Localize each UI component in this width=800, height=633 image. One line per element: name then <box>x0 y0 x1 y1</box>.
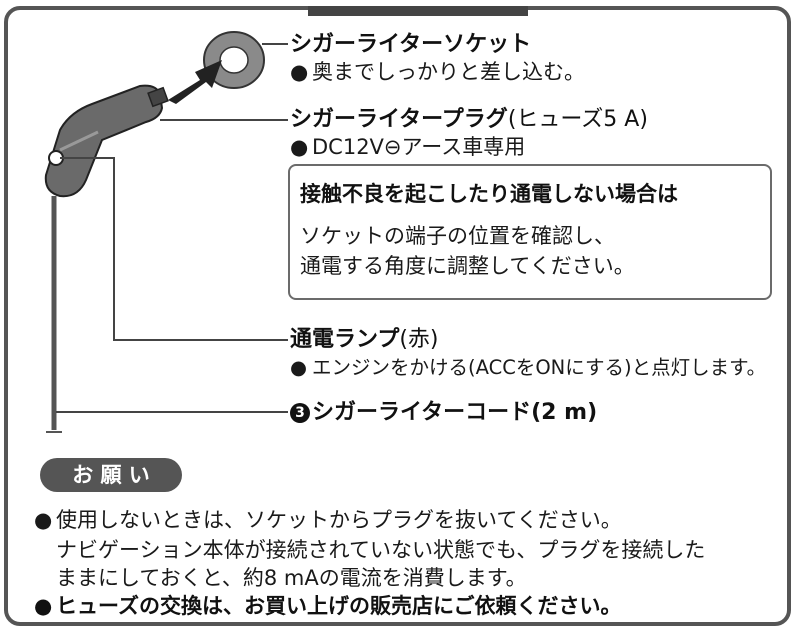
insert-arrow-icon <box>168 60 222 104</box>
cord-icon <box>46 196 62 433</box>
lamp-title: 通電ランプ(赤) <box>290 327 439 352</box>
plug-title-text: シガーライタープラグ <box>290 107 508 132</box>
request-badge: お 願 い <box>40 458 182 492</box>
request-item-2-text: ヒューズの交換は、お買い上げの販売店にご依頼ください。 <box>56 594 622 618</box>
lamp-title-text: 通電ランプ <box>290 327 400 352</box>
frame-tab <box>308 6 528 16</box>
content-frame <box>4 6 791 626</box>
note-line-2: 通電する角度に調整してください。 <box>300 254 635 278</box>
socket-ring-icon <box>203 31 265 89</box>
request-item-1-line-2: ナビゲーション本体が接続されていない状態でも、プラグを接続した <box>56 538 706 562</box>
socket-desc-text: 奥までしっかりと差し込む。 <box>312 60 585 84</box>
plug-body-icon <box>44 84 169 198</box>
note-line-1: ソケットの端子の位置を確認し、 <box>300 224 615 248</box>
request-item-1-line-1: ●使用しないときは、ソケットからプラグを抜いてください。 <box>34 508 622 532</box>
plug-title: シガーライタープラグ(ヒューズ5 A) <box>290 107 648 132</box>
request-item-2: ●ヒューズの交換は、お買い上げの販売店にご依頼ください。 <box>34 594 622 618</box>
bullet-icon: ● <box>290 356 308 379</box>
socket-title: シガーライターソケット <box>290 32 532 57</box>
socket-desc: ●奥までしっかりと差し込む。 <box>290 60 585 84</box>
request-item-1-line-3: ままにしておくと、約8 mAの電流を消費します。 <box>56 566 527 590</box>
lamp-title-note: (赤) <box>399 327 439 352</box>
cord-title-text: シガーライターコード(2 m) <box>312 400 598 425</box>
number-badge: 3 <box>290 403 310 423</box>
bullet-icon: ● <box>34 594 53 618</box>
plug-desc: ●DC12V⊖アース車専用 <box>290 135 525 159</box>
note-box <box>288 164 772 300</box>
note-title: 接触不良を起こしたり通電しない場合は <box>300 182 678 206</box>
request-item-1-text: 使用しないときは、ソケットからプラグを抜いてください。 <box>56 508 622 532</box>
bullet-icon: ● <box>290 60 309 84</box>
lamp-desc: ●エンジンをかける(ACCをONにする)と点灯します。 <box>290 356 767 379</box>
plug-title-note: (ヒューズ5 A) <box>507 107 648 132</box>
leader-lines <box>56 43 288 413</box>
lamp-desc-text: エンジンをかける(ACCをONにする)と点灯します。 <box>312 356 767 379</box>
bullet-icon: ● <box>290 135 309 159</box>
plug-desc-text: DC12V⊖アース車専用 <box>312 135 526 159</box>
bullet-icon: ● <box>34 508 53 532</box>
